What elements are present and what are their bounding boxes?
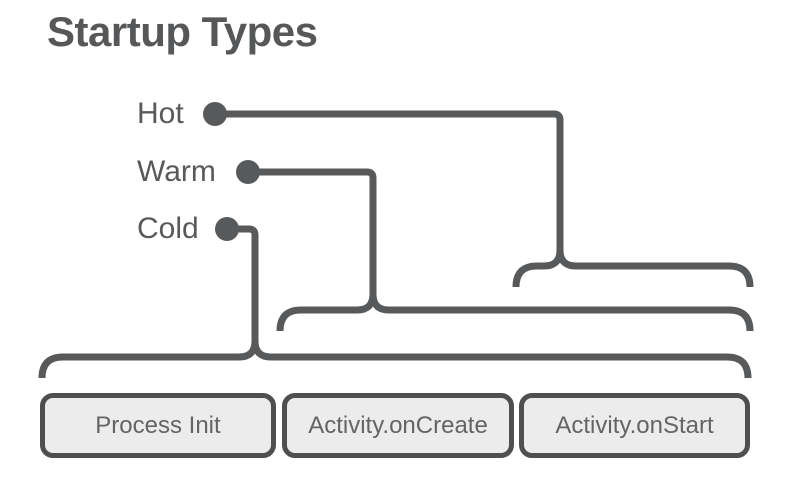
phase-box-label: Activity.onStart	[555, 411, 714, 439]
warm-connector-line	[248, 168, 377, 294]
phase-box-label: Activity.onCreate	[308, 411, 488, 439]
cold-connector-line	[227, 225, 259, 341]
phase-box-process-init: Process Init	[40, 393, 276, 458]
row-label-hot: Hot	[137, 97, 184, 130]
phase-box-activity-onstart: Activity.onStart	[519, 393, 750, 458]
warm-brace	[276, 293, 754, 332]
diagram-title: Startup Types	[47, 8, 318, 55]
hot-brace	[512, 249, 754, 288]
hot-connector-line	[215, 110, 564, 250]
cold-brace	[38, 340, 752, 379]
row-label-cold: Cold	[137, 212, 199, 245]
phase-box-label: Process Init	[95, 411, 221, 439]
phase-box-activity-oncreate: Activity.onCreate	[282, 393, 514, 458]
row-label-warm: Warm	[137, 155, 216, 188]
